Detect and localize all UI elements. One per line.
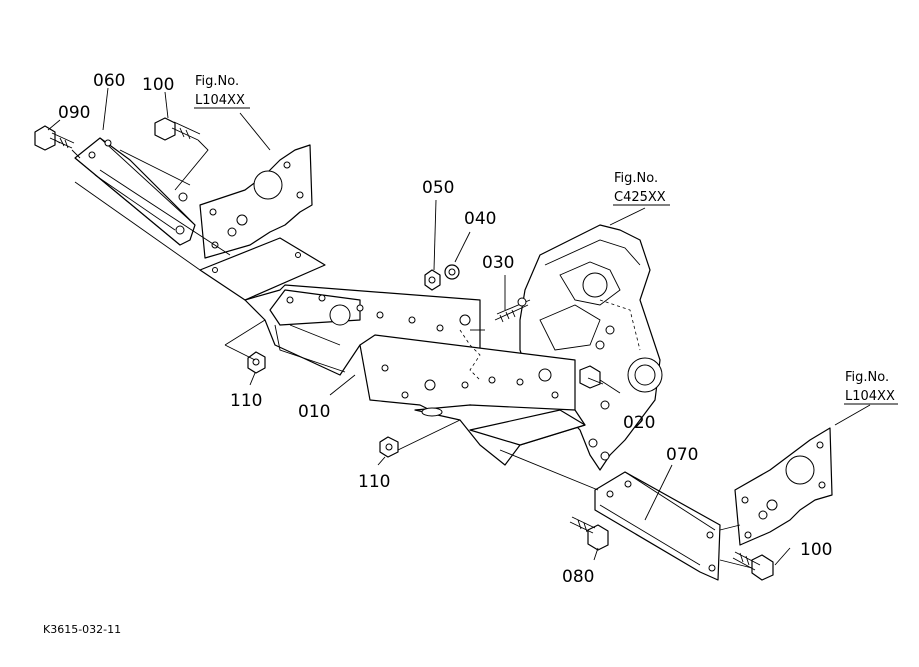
bolt-020 [579,365,604,389]
bolt-100-top [154,117,201,141]
bracket-070 [594,471,721,581]
leader-lines [47,87,871,569]
label-030: 030 [482,253,514,273]
label-100-bottom: 100 [800,540,832,560]
bolt-090 [34,125,75,151]
fig-ref-top-left-line2: L104XX [195,93,245,108]
stud-030 [494,297,531,323]
nut-110-bottom [379,436,399,458]
bolt-080 [569,516,609,551]
bracket-060 [74,137,196,246]
front-bracket-010 [199,237,586,466]
drawing-code: K3615-032-11 [43,623,121,636]
label-040: 040 [464,209,496,229]
fig-ref-top-left-line1: Fig.No. [195,74,239,89]
engine-block [519,224,663,471]
fig-ref-right-line1: Fig.No. [845,370,889,385]
fig-ref-right-line2: L104XX [845,389,895,404]
label-080: 080 [562,567,594,587]
label-010: 010 [298,402,330,422]
label-060: 060 [93,71,125,91]
label-100-top: 100 [142,75,174,95]
washer-040 [444,264,460,280]
label-110-bottom: 110 [358,472,390,492]
label-090: 090 [58,103,90,123]
fig-ref-top-right-line1: Fig.No. [614,171,658,186]
label-110-left: 110 [230,391,262,411]
fig-ref-top-right-line2: C425XX [614,190,666,205]
nut-110-left [247,351,266,374]
left-engine-plate [199,144,313,259]
right-engine-plate [734,427,833,546]
label-070: 070 [666,445,698,465]
label-050: 050 [422,178,454,198]
bolt-100-bottom [732,551,774,581]
nut-050 [424,269,441,291]
label-020: 020 [623,413,655,433]
